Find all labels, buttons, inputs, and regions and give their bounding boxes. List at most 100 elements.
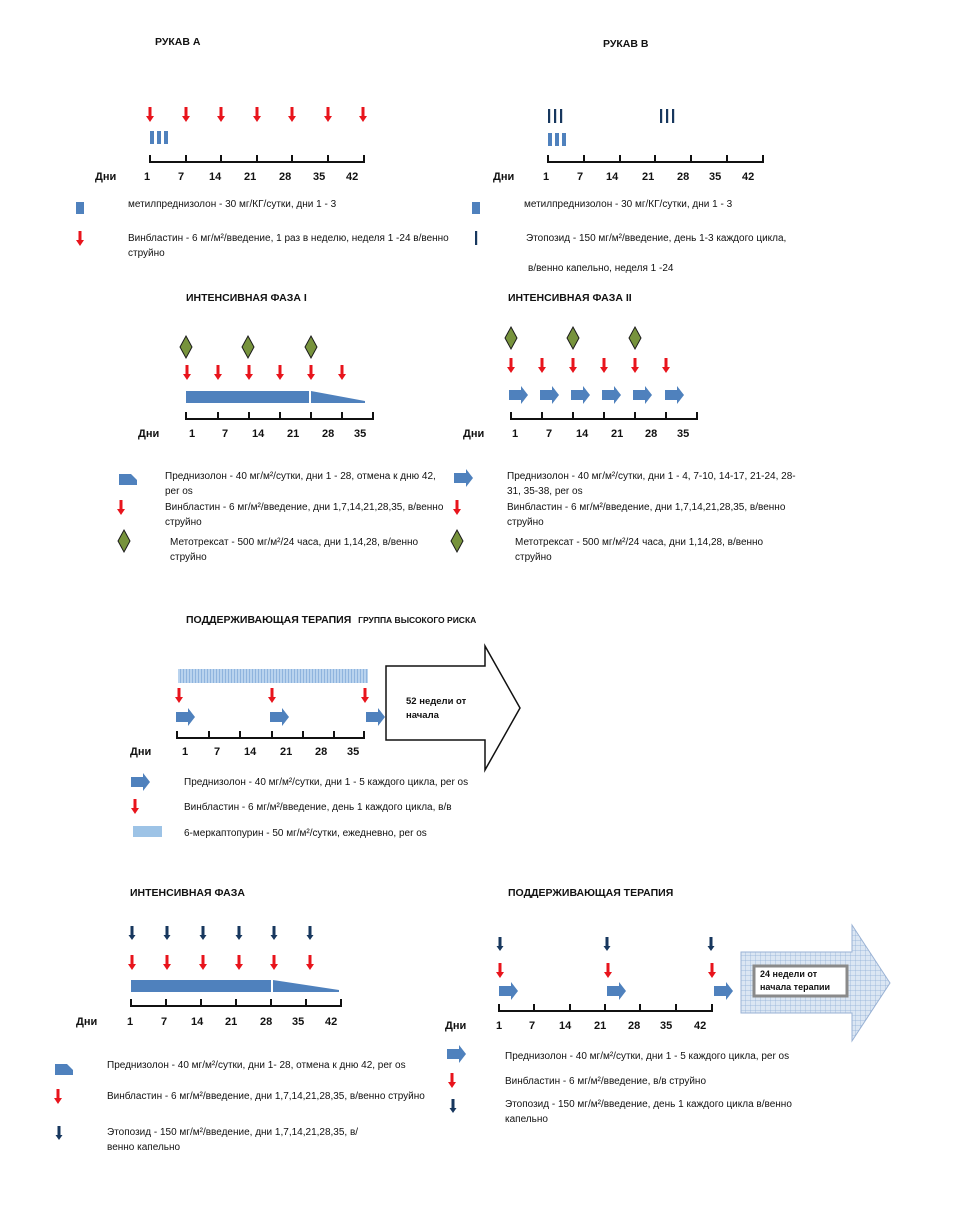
prednisolone-arrow-icon [366, 708, 385, 726]
etoposide-dose-icon [560, 109, 563, 123]
prednisolone-arrow-icon [176, 708, 195, 726]
intensive-1-tick-label: 28 [322, 428, 335, 440]
arm-b-tick-label: 7 [577, 171, 584, 183]
intensive-2-tick-label: 35 [677, 428, 690, 440]
vinblastine-arrow-icon [235, 955, 243, 970]
arm-a-legend-methylprednisolone: метилпреднизолон - 30 мг/КГ/сутки, дни 1… [128, 199, 337, 210]
maintenance-high-title-main: ПОДДЕРЖИВАЮЩАЯ ТЕРАПИЯ [186, 614, 352, 626]
vinblastine-arrow-icon [361, 688, 369, 703]
arm-b-days-label: Дни [493, 171, 515, 183]
intensive-3-legend-prednisolone-icon [55, 1064, 73, 1075]
vinblastine-arrow-icon [662, 358, 670, 373]
intensive-1-legend-vinblastine-icon [117, 500, 125, 515]
maintenance-2-legend-etoposide-icon [449, 1099, 457, 1113]
methylprednisolone-dose-icon [548, 133, 552, 146]
vinblastine-arrow-icon [600, 358, 608, 373]
vinblastine-arrow-icon [306, 955, 314, 970]
vinblastine-arrow-icon [146, 107, 154, 122]
etoposide-arrow-icon [199, 926, 207, 940]
intensive-1-title: ИНТЕНСИВНАЯ ФАЗА I [186, 292, 307, 304]
intensive-2-legend-vinblastine: Винбластин - 6 мг/м²/введение, дни 1,7,1… [507, 502, 786, 528]
arm-b-title: РУКАВ В [603, 38, 649, 50]
intensive-1-prednisolone-bar [186, 391, 309, 403]
arm-b-legend-etoposide: Этопозид - 150 мг/м²/введение, день 1-3 … [526, 233, 787, 244]
vinblastine-arrow-icon [268, 688, 276, 703]
maintenance-2-legend-prednisolone: Преднизолон - 40 мг/м²/сутки, дни 1 - 5 … [505, 1051, 790, 1062]
intensive-3-legend-prednisolone: Преднизолон - 40 мг/м²/сутки, дни 1- 28,… [107, 1060, 406, 1071]
vinblastine-arrow-icon [182, 107, 190, 122]
vinblastine-arrow-icon [307, 365, 315, 380]
intensive-3-tick-label: 21 [225, 1016, 238, 1028]
methylprednisolone-dose-icon [164, 131, 168, 144]
vinblastine-arrow-icon [324, 107, 332, 122]
intensive-1-legend-vinblastine: Винбластин - 6 мг/м²/введение, дни 1,7,1… [165, 502, 444, 528]
intensive-1-legend-methotrexate-icon [117, 528, 131, 554]
intensive-2-tick-label: 28 [645, 428, 658, 440]
maintenance-high-legend-prednisolone-icon [131, 773, 150, 791]
prednisolone-arrow-icon [571, 386, 590, 404]
etoposide-arrow-icon [306, 926, 314, 940]
intensive-3-tick-label: 35 [292, 1016, 305, 1028]
vinblastine-arrow-icon [128, 955, 136, 970]
maintenance-high-tick-label: 14 [244, 746, 257, 758]
maintenance-2-duration-box [752, 964, 849, 998]
intensive-2-tick-label: 7 [546, 428, 553, 440]
vinblastine-arrow-icon [276, 365, 284, 380]
arm-b-tick-label: 1 [543, 171, 550, 183]
etoposide-arrow-icon [707, 937, 715, 951]
arm-a-tick-label: 1 [144, 171, 151, 183]
etoposide-arrow-icon [496, 937, 504, 951]
etoposide-dose-icon [660, 109, 663, 123]
etoposide-arrow-icon [603, 937, 611, 951]
vinblastine-arrow-icon [217, 107, 225, 122]
intensive-3-legend-vinblastine: Винбластин - 6 мг/м²/введение, дни 1,7,1… [107, 1091, 425, 1102]
etoposide-arrow-icon [128, 926, 136, 940]
methylprednisolone-dose-icon [562, 133, 566, 146]
vinblastine-arrow-icon [359, 107, 367, 122]
maintenance-2-tick-label: 14 [559, 1020, 572, 1032]
arm-b-tick-label: 28 [677, 171, 690, 183]
intensive-1-days-label: Дни [138, 428, 160, 440]
intensive-2-legend-vinblastine-icon [453, 500, 461, 515]
maintenance-high-days-label: Дни [130, 746, 152, 758]
intensive-3-tick-label: 42 [325, 1016, 338, 1028]
methylprednisolone-dose-icon [150, 131, 154, 144]
arm-a-days-label: Дни [95, 171, 117, 183]
methotrexate-diamond-icon [566, 325, 580, 351]
vinblastine-arrow-icon [569, 358, 577, 373]
methotrexate-diamond-icon [504, 325, 518, 351]
etoposide-arrow-icon [163, 926, 171, 940]
vinblastine-arrow-icon [163, 955, 171, 970]
maintenance-2-tick-label: 1 [496, 1020, 503, 1032]
etoposide-dose-icon [672, 109, 675, 123]
maintenance-2-legend-vinblastine-icon [448, 1073, 456, 1088]
maintenance-high-title: ПОДДЕРЖИВАЮЩАЯ ТЕРАПИЯ ГРУППА ВЫСОКОГО Р… [186, 614, 476, 626]
maintenance-high-tick-label: 1 [182, 746, 189, 758]
vinblastine-arrow-icon [631, 358, 639, 373]
prednisolone-arrow-icon [602, 386, 621, 404]
maintenance-2-days-label: Дни [445, 1020, 467, 1032]
intensive-2-title: ИНТЕНСИВНАЯ ФАЗА II [508, 292, 632, 304]
maintenance-2-duration-label: 24 недели от начала терапии [760, 969, 831, 992]
intensive-1-legend-methotrexate: Метотрексат - 500 мг/м²/24 часа, дни 1,1… [170, 537, 419, 563]
vinblastine-arrow-icon [199, 955, 207, 970]
etoposide-arrow-icon [235, 926, 243, 940]
intensive-1-legend-prednisolone-icon [119, 474, 137, 485]
vinblastine-arrow-icon [245, 365, 253, 380]
arm-b-legend-methylprednisolone: метилпреднизолон - 30 мг/КГ/сутки, дни 1… [524, 199, 733, 210]
maintenance-high-legend-mercaptopurine-icon [133, 826, 162, 837]
intensive-2-tick-label: 21 [611, 428, 624, 440]
intensive-3-tick-label: 1 [127, 1016, 134, 1028]
vinblastine-arrow-icon [507, 358, 515, 373]
methotrexate-diamond-icon [241, 334, 255, 360]
intensive-1-prednisolone-taper [311, 391, 365, 403]
intensive-2-tick-label: 14 [576, 428, 589, 440]
intensive-2-legend-prednisolone: Преднизолон - 40 мг/м²/сутки, дни 1 - 4,… [507, 471, 796, 497]
maintenance-high-legend-mercaptopurine: 6-меркаптопурин - 50 мг/м²/сутки, ежедне… [184, 828, 427, 839]
prednisolone-arrow-icon [270, 708, 289, 726]
maintenance-2-tick-label: 35 [660, 1020, 673, 1032]
intensive-3-tick-label: 14 [191, 1016, 204, 1028]
intensive-1-tick-label: 14 [252, 428, 265, 440]
prednisolone-arrow-icon [633, 386, 652, 404]
arm-a-title: РУКАВ А [155, 36, 201, 48]
